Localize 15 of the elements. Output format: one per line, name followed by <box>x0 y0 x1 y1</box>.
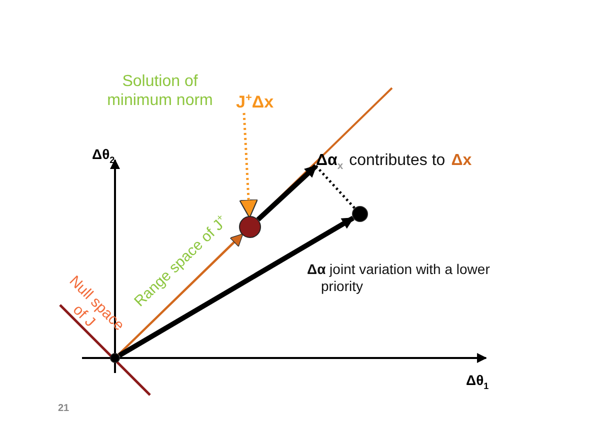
axis-label: Δθ$_{1}$ <box>466 372 490 392</box>
point-marker <box>110 353 120 363</box>
arrow <box>256 164 318 222</box>
arrow <box>118 233 244 356</box>
arrow <box>118 216 354 358</box>
annotation-text: Δα joint variation with a lower priority <box>307 261 491 295</box>
annotation-text: contributes to <box>349 152 446 170</box>
annotation-text: Δα$_{x}$ <box>316 152 344 172</box>
point-marker <box>239 216 261 238</box>
annotation-text: Δx <box>451 152 472 170</box>
page-number: 21 <box>58 403 70 415</box>
point-marker <box>352 206 368 222</box>
dotted-arrow <box>239 112 258 218</box>
annotation-text: Solution of minimum norm <box>106 72 214 110</box>
annotation-text: J$^{+}$Δx <box>236 92 274 113</box>
